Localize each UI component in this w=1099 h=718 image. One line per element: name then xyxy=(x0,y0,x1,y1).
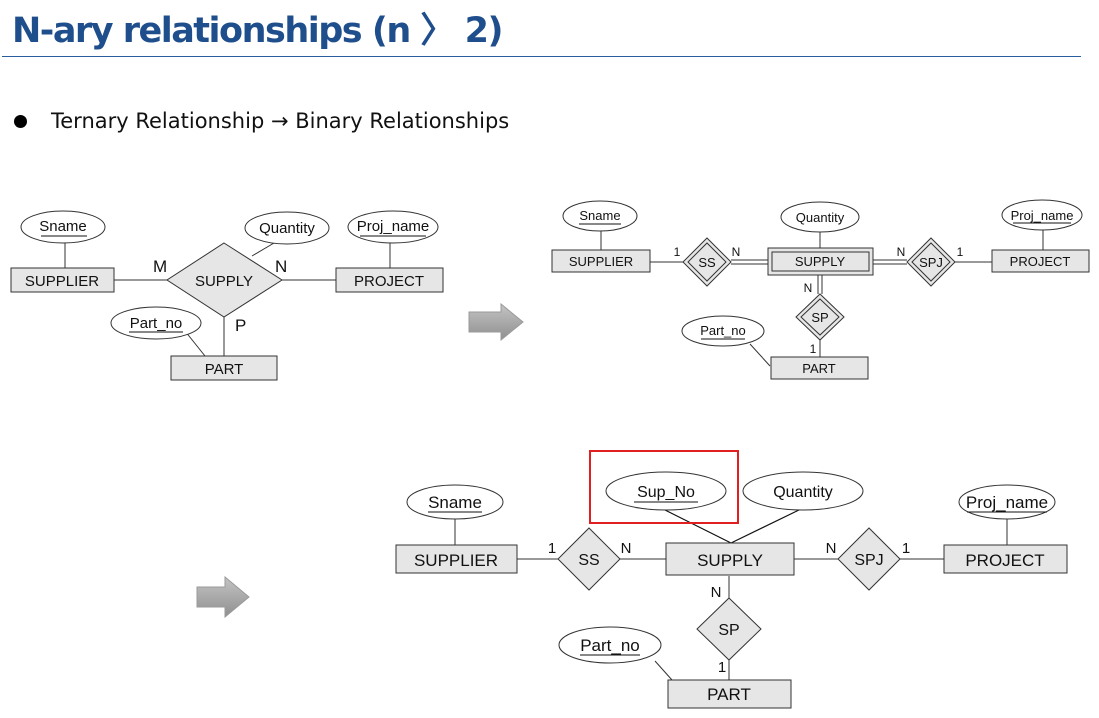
relationship-spj-label: SPJ xyxy=(854,552,883,569)
entity-project xyxy=(335,267,444,293)
relationship-spj-label: SPJ xyxy=(919,255,943,270)
attr-sname xyxy=(406,484,504,520)
cardinality-m: M xyxy=(153,257,167,276)
attr-quantity xyxy=(780,201,860,233)
attr-sname-label: Sname xyxy=(39,218,87,235)
relationship-supply xyxy=(166,242,283,318)
attr-quantity-label: Quantity xyxy=(796,210,845,225)
attr-proj-name-label: Proj_name xyxy=(966,493,1048,512)
diagram-ternary-shapes: Sname Quantity Proj_name Part_no SUPPLIE… xyxy=(10,210,444,381)
slide-title: N-ary relationships (n 〉 2) xyxy=(12,11,503,51)
bullet-icon xyxy=(14,114,27,128)
diagram-binary-key-connectors xyxy=(662,508,802,544)
relationship-sp-label: SP xyxy=(811,310,828,325)
attr-quantity xyxy=(742,471,864,511)
title-divider xyxy=(2,56,1081,57)
diagram-binary-weak xyxy=(600,230,1044,367)
cardinality-label: N xyxy=(621,540,632,557)
right-arrow-icon xyxy=(468,303,524,341)
relationship-sp xyxy=(696,597,762,661)
cardinality-label: 1 xyxy=(718,659,726,676)
relationship-spj xyxy=(837,527,901,591)
entity-project xyxy=(943,544,1068,574)
identifying-relationship-spj xyxy=(906,237,956,287)
relationship-ss-label: SS xyxy=(698,255,716,270)
attr-sup-no xyxy=(605,471,727,511)
identifying-relationship-ss xyxy=(682,237,732,287)
bullet-text: Ternary Relationship → Binary Relationsh… xyxy=(51,109,510,133)
attr-part-no-label: Part_no xyxy=(130,315,183,332)
attr-part-no-label: Part_no xyxy=(580,636,640,655)
entity-supplier xyxy=(395,544,518,574)
attr-part-no xyxy=(558,626,662,664)
entity-supply-label: SUPPLY xyxy=(697,551,763,570)
relationship-sp-label: SP xyxy=(718,622,739,639)
entity-project xyxy=(991,249,1090,273)
attr-sname xyxy=(20,210,106,244)
cardinality-label: N xyxy=(897,245,906,259)
cardinality-label: 1 xyxy=(957,245,964,259)
identifying-relationship-sp xyxy=(795,293,845,341)
cardinality-label: N xyxy=(732,245,741,259)
entity-supply xyxy=(665,542,795,576)
entity-project-label: PROJECT xyxy=(1010,254,1071,269)
diagram-binary-weak-shapes: Sname Quantity Proj_name Part_no SUPPLIE… xyxy=(551,199,1090,380)
entity-supplier xyxy=(551,249,651,273)
cardinality-label: N xyxy=(826,540,837,557)
attr-quantity-label: Quantity xyxy=(773,484,833,501)
cardinality-label: 1 xyxy=(548,540,556,557)
bullet-item: Ternary Relationship → Binary Relationsh… xyxy=(14,106,509,136)
attr-quantity-label: Quantity xyxy=(259,220,315,237)
cardinality-label: N xyxy=(804,281,813,295)
entity-project-label: PROJECT xyxy=(354,273,424,290)
relationship-ss-label: SS xyxy=(578,552,599,569)
entity-supplier-label: SUPPLIER xyxy=(25,273,99,290)
cardinality-label: 1 xyxy=(674,245,681,259)
relationship-ss xyxy=(557,527,621,591)
entity-part-label: PART xyxy=(205,361,244,378)
entity-supplier-label: SUPPLIER xyxy=(569,254,633,269)
diagram-binary-key-shapes: Sname Sup_No Quantity Proj_name Part_no … xyxy=(395,450,1068,709)
highlight-box xyxy=(589,450,739,524)
attr-proj-name-label: Proj_name xyxy=(357,218,430,235)
cardinality-p: P xyxy=(235,316,246,335)
cardinality-n: N xyxy=(275,257,287,276)
attr-proj-name-label: Proj_name xyxy=(1011,208,1074,223)
attr-sname-label: Sname xyxy=(579,208,620,223)
entity-part xyxy=(770,356,869,380)
weak-entity-supply-inner xyxy=(771,251,870,272)
attr-proj-name xyxy=(347,210,439,244)
entity-part xyxy=(170,355,278,381)
right-arrow-icon xyxy=(196,576,250,618)
attr-sup-no-label: Sup_No xyxy=(637,484,695,501)
entity-part-label: PART xyxy=(707,685,751,704)
attr-part-no-label: Part_no xyxy=(700,323,746,338)
diagram-ternary xyxy=(64,241,391,357)
entity-project-label: PROJECT xyxy=(965,551,1044,570)
entity-supplier xyxy=(10,267,115,293)
cardinality-label: 1 xyxy=(810,342,817,356)
entity-part xyxy=(667,679,792,709)
attr-proj-name xyxy=(958,484,1056,520)
cardinality-label: N xyxy=(711,584,722,601)
entity-part-label: PART xyxy=(802,361,836,376)
attr-quantity xyxy=(244,211,330,245)
relationship-supply-label: SUPPLY xyxy=(195,273,253,290)
diagram-binary-key xyxy=(454,518,1008,681)
cardinality-label: 1 xyxy=(902,540,910,557)
attr-part-no xyxy=(110,306,202,340)
entity-supply-label: SUPPLY xyxy=(795,254,846,269)
entity-supplier-label: SUPPLIER xyxy=(414,551,498,570)
attr-sname-label: Sname xyxy=(428,493,482,512)
